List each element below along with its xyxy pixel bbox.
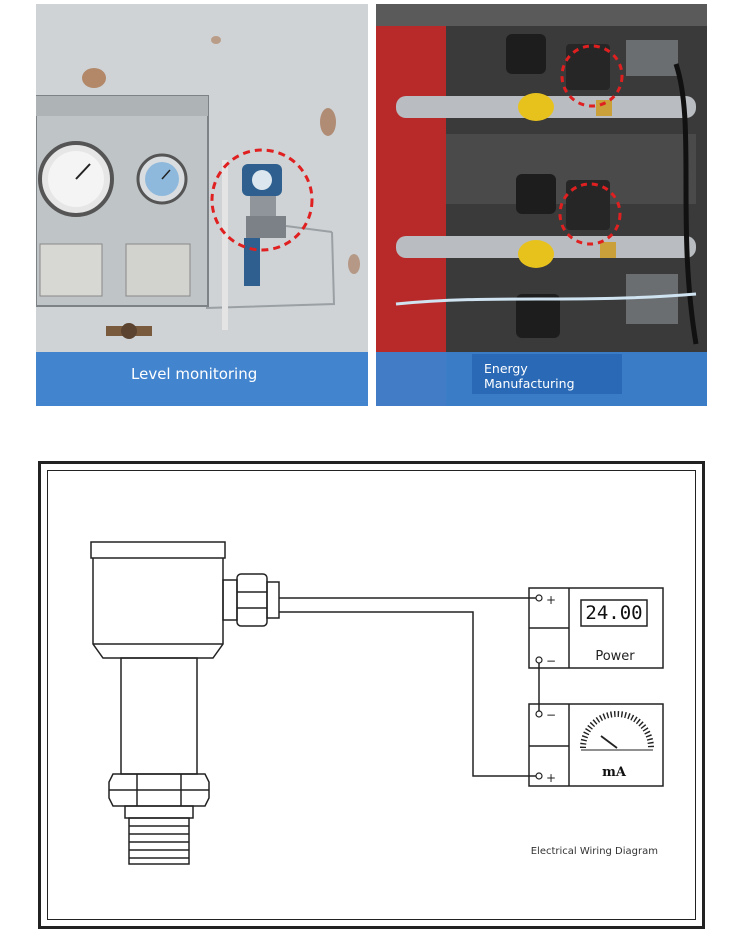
caption-line-manufacturing: Manufacturing <box>484 376 575 391</box>
transmitter-body-icon <box>120 657 198 775</box>
yellow-actuator-icon <box>518 93 554 121</box>
energy-manufacturing-illustration <box>376 4 707 406</box>
level-monitoring-illustration <box>36 4 368 406</box>
caption-line-energy: Energy <box>484 361 528 376</box>
photo-energy-manufacturing: Energy Manufacturing <box>376 4 707 406</box>
highlight-circle-upper <box>560 44 624 108</box>
valve-icon <box>106 323 152 339</box>
ammeter-dial-icon <box>580 711 654 751</box>
thermometer-gauge-icon <box>136 153 188 205</box>
hex-nut-icon <box>108 773 210 807</box>
photo-level-monitoring: Level monitoring <box>36 4 368 406</box>
power-supply-box <box>528 587 664 669</box>
power-display-value: 24.00 <box>585 602 642 624</box>
terminal-power-negative <box>535 656 543 664</box>
caption-level-monitoring: Level monitoring <box>131 365 258 383</box>
caption-energy-manufacturing: Energy Manufacturing <box>484 361 624 391</box>
wire-return <box>279 611 537 777</box>
ammeter-unit-label: mA <box>602 765 627 780</box>
transmitter-head-icon <box>90 541 226 659</box>
threaded-stem-icon <box>124 805 194 865</box>
wiring-diagram: + − − + 24.00 Power mA Electrical Wiring… <box>90 541 664 865</box>
highlight-circle-lower <box>558 182 622 246</box>
diagram-caption: Electrical Wiring Diagram <box>531 846 658 857</box>
wiring-diagram-frame: + − − + 24.00 Power mA Electrical Wiring… <box>38 461 705 929</box>
pressure-gauge-icon <box>38 141 114 217</box>
wiring-diagram-inner-frame <box>47 470 696 920</box>
power-plus-label: + <box>546 593 556 607</box>
terminal-power-positive <box>535 594 543 602</box>
power-label: Power <box>595 649 635 664</box>
pressure-transmitter-icon <box>205 164 336 309</box>
terminal-ammeter-negative <box>535 710 543 718</box>
ammeter-box <box>528 703 664 787</box>
ammeter-plus-label: + <box>546 771 556 785</box>
cable-gland-icon <box>222 573 280 627</box>
ammeter-minus-label: − <box>546 708 556 722</box>
highlight-circle <box>210 148 314 252</box>
power-minus-label: − <box>546 654 556 668</box>
terminal-ammeter-positive <box>535 772 543 780</box>
